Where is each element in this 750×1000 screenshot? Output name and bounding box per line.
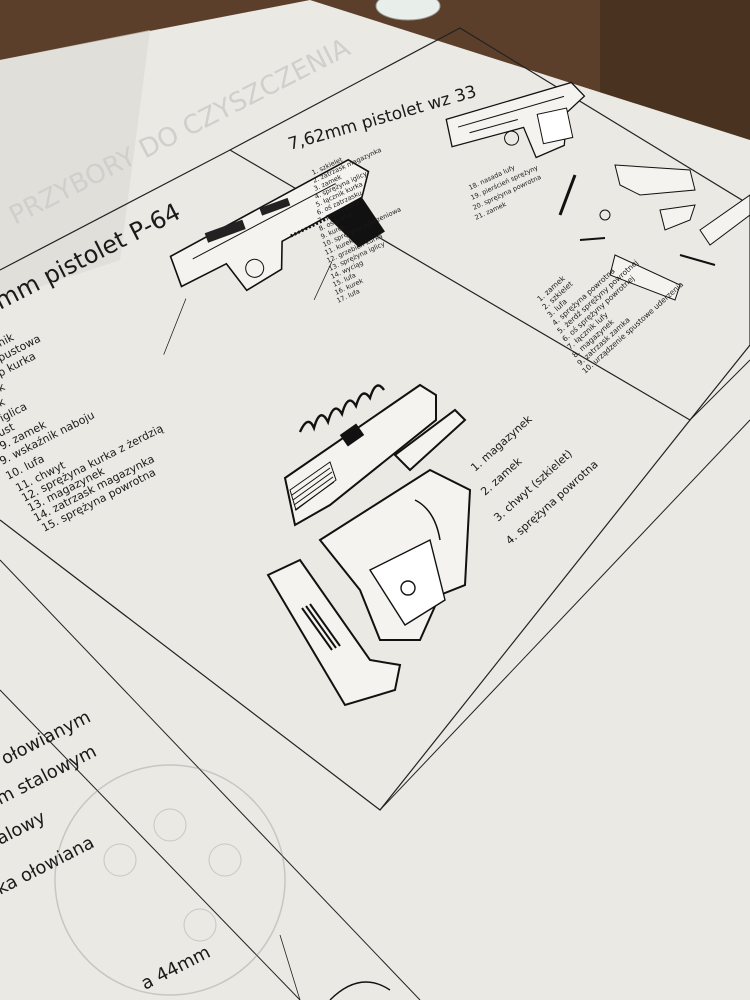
magazine [266,558,402,707]
p64-pistol-drawing [163,158,385,355]
svg-text:k: k [0,395,8,410]
recoil-spring [298,384,385,433]
wz33-pistol-drawing [445,81,586,159]
barrel [393,408,467,472]
panel-border-wz33 [229,27,750,421]
exploded-view-drawing [266,383,472,707]
glass-object [375,0,441,21]
faint-circle-drawing [54,764,286,996]
wz33-disassembled-parts [558,164,750,301]
svg-text:k: k [0,380,8,395]
